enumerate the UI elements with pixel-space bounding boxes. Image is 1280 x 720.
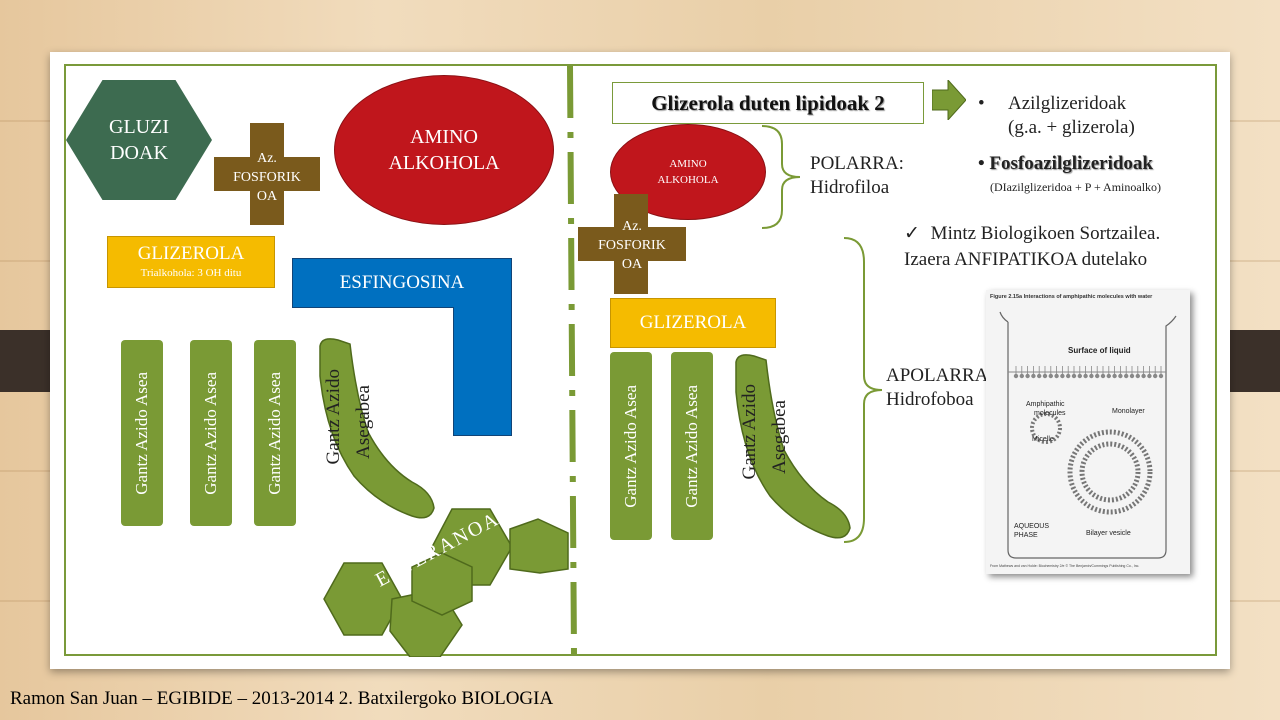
- section-title: Glizerola duten lipidoak 2: [612, 82, 924, 124]
- glizerola-box-right: GLIZEROLA: [610, 298, 776, 348]
- fatty-acid-saturated-1: Gantz Azido Asea: [121, 340, 163, 526]
- az-fosforikoa-right-label-1: Az.: [622, 218, 642, 234]
- fatty-acid-saturated-3: Gantz Azido Asea: [254, 340, 296, 526]
- fatty-acid-unsaturated-label: Gantz Azido Asegabea: [318, 365, 388, 495]
- bullet-dot: •: [978, 93, 985, 114]
- glizerola-sublabel: Trialkohola: 3 OH ditu: [140, 267, 242, 279]
- fatty-acid-label: Gantz Azido Asea: [132, 371, 151, 495]
- bullet2-label: Fosfoazilglizeridoak: [989, 153, 1153, 174]
- amino-alkohola-label-2: ALKOHOLA: [388, 152, 500, 174]
- fatty-acid-label: Gantz Azido Asea: [682, 384, 701, 508]
- polarra-sublabel: Hidrofiloa: [810, 177, 890, 198]
- az-fosforikoa-label-3: OA: [256, 188, 278, 204]
- bullet1-label-1: Azilglizeridoak: [1008, 93, 1127, 114]
- glizerola-right-label: GLIZEROLA: [639, 312, 747, 333]
- footer-text: Ramon San Juan – EGIBIDE – 2013-2014 2. …: [10, 688, 554, 709]
- figure-amphipathic-label-1: Amphipathic: [1026, 401, 1065, 408]
- figure-caption: Figure 2.15a Interactions of amphipathic…: [990, 294, 1153, 300]
- amphipathic-figure: Figure 2.15a Interactions of amphipathic…: [986, 290, 1190, 574]
- check-label-1: Mintz Biologikoen Sortzailea.: [930, 223, 1161, 244]
- checkmark-icon: ✓: [904, 223, 920, 244]
- esfingosina-shape: ESFINGOSINA: [292, 258, 512, 436]
- figure-aqueous-label-1: AQUEOUS: [1014, 523, 1050, 530]
- amino-alkohola-ellipse: AMINO ALKOHOLA: [334, 75, 554, 225]
- glizerola-label: GLIZEROLA: [137, 243, 245, 264]
- gluzidoak-label-2: DOAK: [110, 142, 168, 164]
- figure-bilayer-label: Bilayer vesicle: [1086, 530, 1131, 537]
- figure-amphipathic-label: Amphipathic molecules: [1026, 400, 1066, 418]
- figure-aqueous-label: AQUEOUS PHASE: [1014, 522, 1049, 540]
- figure-monolayer-label: Monolayer: [1112, 408, 1145, 415]
- polarra-label: POLARRA:: [810, 153, 904, 174]
- fatty-acid-saturated-right-2: Gantz Azido Asea: [671, 352, 713, 540]
- figure-credit: From Mathews and van Holde: Biochemistry…: [990, 564, 1140, 568]
- beaker-drawing: [999, 311, 1177, 559]
- figure-aqueous-label-2: PHASE: [1014, 532, 1038, 539]
- section-title-text: Glizerola duten lipidoak 2: [651, 90, 885, 115]
- fatty-acid-label: Gantz Azido Asea: [201, 371, 220, 495]
- apolarra-text: APOLARRA: Hidrofoboa: [886, 364, 994, 412]
- fatty-acid-unsat-label-2: Asegabea: [353, 385, 374, 459]
- gluzidoak-label-1: GLUZI: [109, 116, 169, 138]
- apolarra-label: APOLARRA:: [886, 365, 994, 386]
- fatty-acid-unsat-label-1: Gantz Azido: [323, 369, 344, 465]
- amino-alkohola-right-label-1: AMINO: [669, 158, 707, 170]
- fatty-acid-unsaturated-right-label: Gantz Azido Asegabea: [734, 380, 804, 510]
- fatty-acid-unsaturated-shape: [319, 338, 435, 519]
- fatty-acid-unsaturated-right-shape: [735, 354, 851, 539]
- divider-line: [567, 66, 577, 656]
- fatty-acid-unsat-right-label-2: Asegabea: [769, 400, 790, 474]
- amino-alkohola-right-label-2: ALKOHOLA: [657, 174, 719, 186]
- slide-frame: [64, 64, 1217, 656]
- polarra-brace: [761, 125, 801, 229]
- check-note: ✓ Mintz Biologikoen Sortzailea. Izaera A…: [904, 222, 1160, 272]
- fatty-acid-saturated-2: Gantz Azido Asea: [190, 340, 232, 526]
- figure-micelle-label: Micelle: [1032, 436, 1054, 443]
- arrow-icon: [932, 80, 966, 120]
- esteranoa-rings: [323, 508, 569, 657]
- bullet2-sublabel: (DIazilglizeridoa + P + Aminoalko): [990, 180, 1162, 194]
- esfingosina-label: ESFINGOSINA: [339, 272, 465, 293]
- az-fosforikoa-right-label-2: FOSFORIK: [598, 237, 666, 253]
- bullet-azilglizeridoak: • Azilglizeridoak (g.a. + glizerola): [978, 92, 1135, 140]
- figure-surface-label: Surface of liquid: [1068, 346, 1131, 355]
- polarra-text: POLARRA: Hidrofiloa: [810, 152, 904, 200]
- figure-amphipathic-label-2: molecules: [1034, 410, 1066, 417]
- fatty-acid-saturated-right-1: Gantz Azido Asea: [610, 352, 652, 540]
- az-fosforikoa-cross: Az. FOSFORIK OA: [214, 123, 320, 225]
- bullet-dot: •: [978, 153, 985, 174]
- apolarra-sublabel: Hidrofoboa: [886, 389, 974, 410]
- bullet1-label-2: (g.a. + glizerola): [1008, 117, 1135, 138]
- az-fosforikoa-right-label-3: OA: [621, 256, 643, 272]
- az-fosforikoa-label-2: FOSFORIK: [233, 169, 301, 185]
- bullet-fosfoazilglizeridoak: • Fosfoazilglizeridoak: [978, 152, 1153, 176]
- az-fosforikoa-cross-right: Az. FOSFORIK OA: [578, 194, 686, 294]
- fatty-acid-label: Gantz Azido Asea: [621, 384, 640, 508]
- glizerola-box: GLIZEROLA Trialkohola: 3 OH ditu: [107, 236, 275, 288]
- check-label-2: Izaera ANFIPATIKOA dutelako: [904, 249, 1148, 270]
- amino-alkohola-label-1: AMINO: [410, 126, 478, 148]
- az-fosforikoa-label-1: Az.: [257, 150, 277, 166]
- apolarra-brace: [843, 237, 883, 543]
- fatty-acid-unsat-right-label-1: Gantz Azido: [739, 384, 760, 480]
- fatty-acid-label: Gantz Azido Asea: [265, 371, 284, 495]
